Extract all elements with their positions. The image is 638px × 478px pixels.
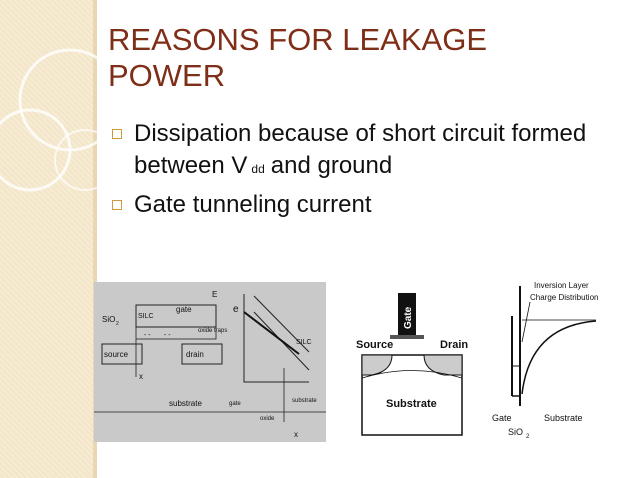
bullet-item: Dissipation because of short circuit for… (112, 118, 632, 185)
fig3-sio2-label: SiO (508, 427, 523, 437)
fig3-sio2-sub: 2 (526, 434, 530, 440)
fig1-gate-bottom-label: gate (229, 401, 241, 407)
transistor-cross-section: Gate Source Drain Substrate (356, 293, 468, 436)
slide-title: REASONS FOR LEAKAGE POWER (108, 22, 487, 93)
fig1-source-label: source (104, 350, 129, 359)
svg-text:- -: - - (144, 332, 151, 339)
fig1-sio2-label: SiO (102, 315, 115, 324)
fig1-electron-label: e (233, 304, 239, 315)
fig1-e-label: E (212, 290, 217, 299)
fig2-substrate-label: Substrate (386, 398, 437, 410)
fig1-substrate-label: substrate (169, 399, 202, 408)
fig1-oxide-label: oxide (260, 416, 275, 422)
square-bullet-icon (112, 200, 122, 210)
fig1-silc-right-label: SILC (296, 339, 312, 346)
bullet-text: Gate tunneling current (134, 191, 372, 218)
fig1-sio2-sub: 2 (116, 321, 119, 327)
fig1-x-right-label: x (294, 430, 298, 439)
bullet-subscript: dd (251, 162, 265, 176)
bullet-item: Gate tunneling current (112, 189, 632, 221)
fig1-drain-label: drain (186, 350, 204, 359)
fig3-substrate-label: Substrate (544, 413, 583, 423)
square-bullet-icon (112, 129, 122, 139)
decorative-left-band (0, 0, 93, 478)
fig1-oxide-traps-label: oxide traps (198, 328, 227, 334)
bullet-text-before: Dissipation because of short circuit for… (134, 120, 587, 179)
silc-diagram: SILC gate SiO 2 E oxide traps - - - - so… (94, 282, 326, 442)
bullet-text-after: and ground (270, 152, 393, 179)
decorative-band-edge (93, 0, 97, 478)
fig1-silc-left-label: SILC (138, 313, 154, 320)
fig1-substrate-right-label: substrate (292, 398, 317, 404)
fig3-inversion-label: Inversion Layer (534, 281, 589, 290)
charge-distribution-plot: Inversion Layer Charge Distribution Gate… (492, 281, 598, 440)
fig1-x-left-label: x (139, 372, 143, 381)
decorative-circles (0, 48, 110, 192)
fig2-source-label: Source (356, 339, 393, 351)
fig3-charge-label: Charge Distribution (530, 293, 598, 302)
fig2-drain-label: Drain (440, 339, 468, 351)
fig3-gate-label: Gate (492, 413, 512, 423)
svg-text:- -: - - (164, 332, 171, 339)
bullet-list: Dissipation because of short circuit for… (112, 118, 632, 221)
fig2-gate-label: Gate (403, 306, 414, 329)
fig1-gate-label: gate (176, 305, 192, 314)
